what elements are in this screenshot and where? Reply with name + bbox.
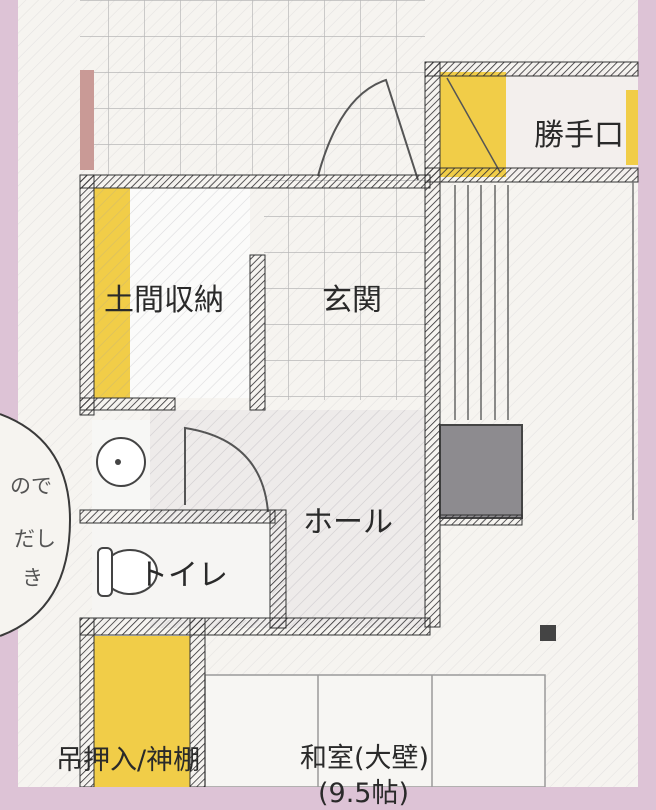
stair-landing bbox=[439, 424, 523, 519]
entrance-door bbox=[317, 78, 419, 181]
japanese-room-floor bbox=[204, 674, 546, 787]
label-japanese-room-size: (9.5帖) bbox=[318, 778, 410, 809]
label-toilet: トイレ bbox=[138, 558, 228, 593]
stairs bbox=[454, 185, 509, 420]
top-tile-area bbox=[80, 0, 425, 175]
hall-door bbox=[184, 426, 269, 513]
label-closet: 吊押入/神棚 bbox=[56, 745, 201, 776]
red-wall-segment bbox=[80, 70, 94, 170]
note-line-1: ので bbox=[10, 474, 52, 498]
note-line-3: き bbox=[22, 566, 43, 590]
walls bbox=[79, 61, 639, 787]
floor-plan bbox=[18, 0, 639, 787]
note-bubble bbox=[0, 413, 72, 637]
label-hall: ホール bbox=[303, 505, 393, 540]
yellow-diag bbox=[446, 77, 501, 173]
closet-yellow bbox=[94, 636, 190, 787]
entrance-floor bbox=[264, 178, 429, 400]
label-kitchen-door: 勝手口 bbox=[534, 118, 624, 153]
label-japanese-room: 和室(大壁) bbox=[300, 743, 430, 774]
kitchen-door-yellow-right bbox=[626, 90, 638, 165]
storage-hatch bbox=[94, 188, 250, 398]
label-entrance: 玄関 bbox=[322, 283, 382, 318]
label-earth-storage: 土間収納 bbox=[104, 283, 224, 318]
note-line-2: だし bbox=[14, 527, 56, 551]
